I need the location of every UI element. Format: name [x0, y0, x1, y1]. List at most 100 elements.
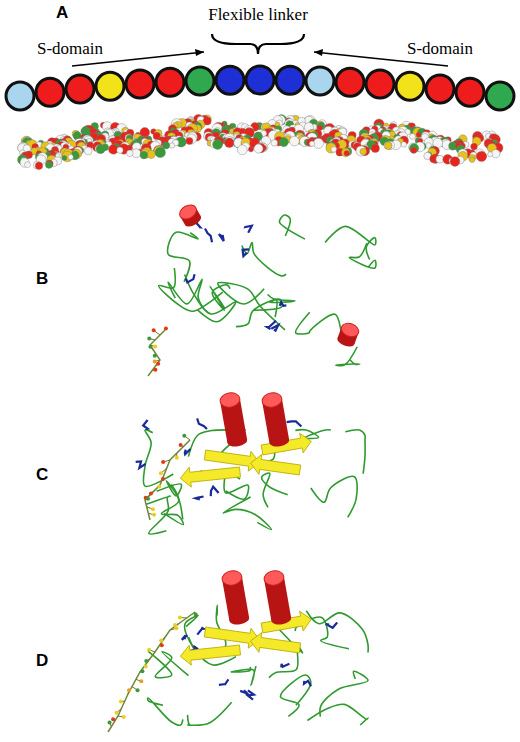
- glycan-atom: [159, 639, 163, 643]
- glycan-atom: [153, 359, 157, 363]
- glycan-atom: [140, 669, 144, 673]
- helix-end: [271, 613, 292, 626]
- glycan-atom: [136, 688, 140, 692]
- atom-sphere: [317, 124, 323, 130]
- glycan-atom: [144, 659, 148, 663]
- glycan-atom: [114, 711, 118, 715]
- glycan-atom: [127, 688, 131, 692]
- linker-brace: [212, 34, 304, 54]
- panel-b-art: [147, 202, 376, 376]
- atom-sphere: [62, 151, 73, 162]
- atom-sphere: [127, 150, 134, 157]
- space-filling-model: [18, 115, 503, 170]
- glycan-atom: [156, 362, 160, 366]
- side-chain: [211, 487, 219, 496]
- side-chain: [219, 234, 224, 241]
- atom-sphere: [401, 142, 407, 148]
- coil-ribbon: [269, 629, 303, 678]
- side-chain: [143, 420, 148, 429]
- side-chain: [280, 302, 287, 306]
- coil-ribbon: [311, 476, 357, 517]
- glycan-atom: [152, 513, 156, 517]
- side-chain: [326, 623, 337, 628]
- panel-d-art: [108, 569, 369, 732]
- atom-sphere: [225, 136, 235, 146]
- residue-circle: [426, 75, 454, 103]
- atom-sphere: [471, 143, 478, 150]
- helix-top: [221, 569, 243, 586]
- residue-circle: [66, 75, 94, 103]
- coil-ribbon: [168, 279, 202, 307]
- residue-circle: [6, 82, 34, 110]
- side-chain: [186, 274, 195, 282]
- atom-sphere: [344, 150, 350, 156]
- residue-circle: [186, 67, 214, 95]
- glycan-atom: [108, 720, 112, 724]
- side-chain: [304, 681, 311, 686]
- residue-circle: [246, 66, 274, 94]
- atom-sphere: [306, 139, 313, 146]
- atom-sphere: [35, 162, 42, 169]
- atom-sphere: [356, 146, 366, 156]
- glycan-atom: [161, 460, 165, 464]
- residue-circle: [396, 72, 424, 100]
- panel-letter: B: [36, 270, 48, 289]
- side-chain: [271, 325, 278, 330]
- side-chain: [245, 226, 252, 233]
- glycan-atom: [111, 717, 115, 721]
- atom-sphere: [313, 138, 323, 148]
- helix-top: [339, 321, 360, 339]
- side-chain: [248, 690, 254, 699]
- atom-sphere: [117, 147, 123, 153]
- glycan-atom: [153, 354, 157, 358]
- glycan-atom: [175, 456, 179, 460]
- residue-circle: [126, 70, 154, 98]
- atom-sphere: [385, 139, 395, 149]
- atom-sphere: [45, 161, 52, 168]
- atom-sphere: [96, 144, 105, 153]
- glycan-atom: [194, 612, 198, 616]
- atom-sphere: [187, 134, 197, 144]
- coil-ribbon: [325, 226, 376, 259]
- domain-label: S-domain: [37, 40, 103, 59]
- residue-circle: [216, 66, 244, 94]
- glycan-atom: [159, 471, 163, 475]
- atom-sphere: [62, 155, 67, 160]
- coil-ribbon: [307, 704, 368, 725]
- atom-sphere: [411, 147, 417, 153]
- glycan-atom: [153, 345, 157, 349]
- atom-sphere: [341, 148, 349, 156]
- side-chain: [197, 627, 203, 634]
- atom-sphere: [450, 157, 460, 167]
- coil-ribbon: [143, 430, 173, 487]
- side-chain: [197, 418, 207, 429]
- panel-a-art: [72, 34, 448, 66]
- helix-cylinder: [336, 321, 361, 349]
- panel-letter: C: [36, 466, 48, 485]
- residue-chain: [6, 66, 514, 110]
- coil-ribbon: [231, 666, 256, 685]
- glycan-atom: [147, 648, 151, 652]
- coil-ribbon: [262, 473, 288, 507]
- glycan-chain: [108, 612, 195, 732]
- side-chain: [287, 421, 302, 426]
- helix-top: [261, 391, 283, 408]
- residue-circle: [156, 68, 184, 96]
- side-chain: [185, 449, 191, 454]
- atom-sphere: [290, 136, 300, 146]
- coil-ribbon: [188, 702, 232, 725]
- coil-ribbon: [279, 215, 305, 239]
- glycan-atom: [174, 626, 178, 630]
- linker-label: Flexible linker: [208, 6, 308, 25]
- residue-circle: [456, 78, 484, 106]
- glycan-atom: [160, 643, 164, 647]
- helix-cylinder: [263, 569, 292, 626]
- atom-sphere: [384, 142, 392, 150]
- atom-sphere: [360, 148, 367, 155]
- glycan-chain: [148, 330, 165, 376]
- residue-circle: [306, 67, 334, 95]
- glycan-atom: [148, 345, 152, 349]
- atom-sphere: [84, 147, 92, 155]
- atom-sphere: [213, 140, 223, 150]
